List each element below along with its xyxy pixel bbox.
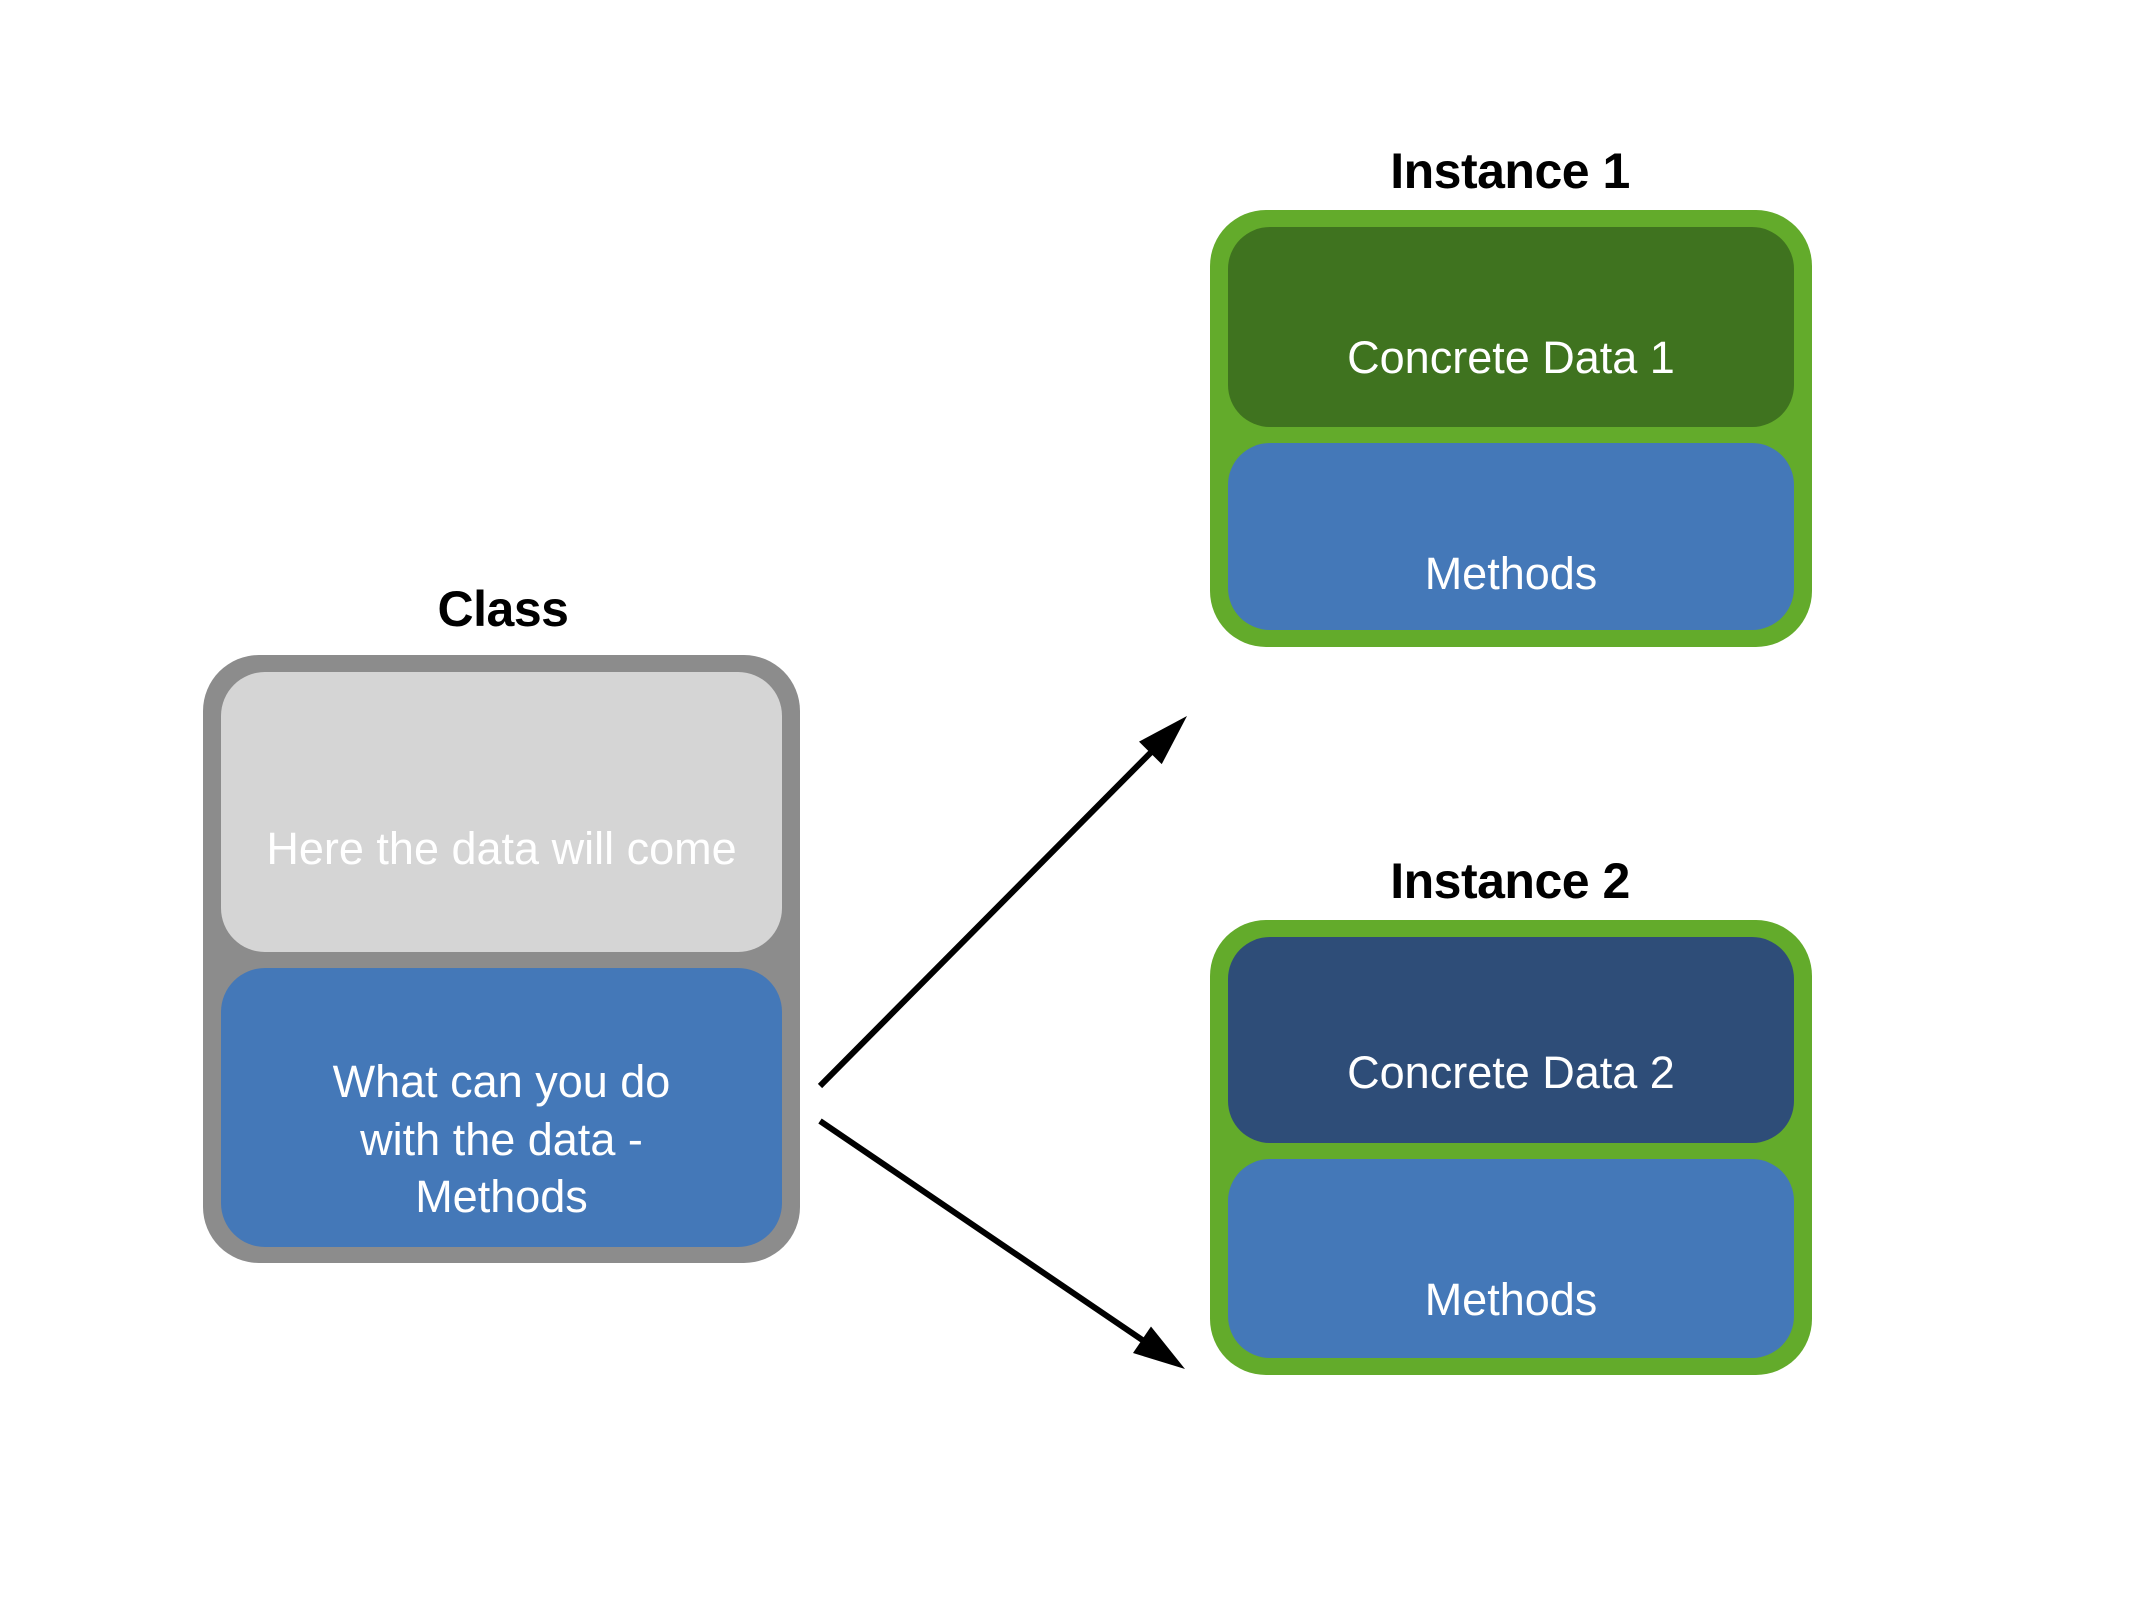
instance-1-methods-section[interactable]: Methods (1228, 443, 1794, 630)
instance-2-title: Instance 2 (1390, 853, 1630, 909)
instance-1-methods-label: Methods (1424, 548, 1598, 600)
class-to-instance-1-shaft (817, 740, 1163, 1089)
instance-2-data-section[interactable]: Concrete Data 2 (1228, 937, 1794, 1143)
instance-2-data-label: Concrete Data 2 (1347, 1047, 1675, 1099)
instance-1-title: Instance 1 (1390, 143, 1630, 199)
class-box[interactable]: Here the data will come What can you do … (203, 655, 800, 1263)
class-to-instance-2-arrowhead-icon (1132, 1326, 1185, 1369)
instance-1-data-section[interactable]: Concrete Data 1 (1228, 227, 1794, 427)
instance-2-methods-section[interactable]: Methods (1228, 1159, 1794, 1358)
class-methods-section[interactable]: What can you do with the data - Methods (221, 968, 782, 1247)
instance-2-box[interactable]: Concrete Data 2 Methods (1210, 920, 1812, 1375)
class-to-instance-2-shaft (818, 1118, 1156, 1351)
instance-2-methods-label: Methods (1424, 1274, 1598, 1326)
class-methods-label: What can you do with the data - Methods (332, 1056, 671, 1223)
class-data-label: Here the data will come (266, 822, 737, 874)
instance-1-box[interactable]: Concrete Data 1 Methods (1210, 210, 1812, 647)
class-title: Class (437, 581, 569, 637)
class-to-instance-1-arrowhead-icon (1139, 716, 1187, 765)
class-data-section[interactable]: Here the data will come (221, 672, 782, 952)
instance-1-data-label: Concrete Data 1 (1347, 332, 1675, 384)
